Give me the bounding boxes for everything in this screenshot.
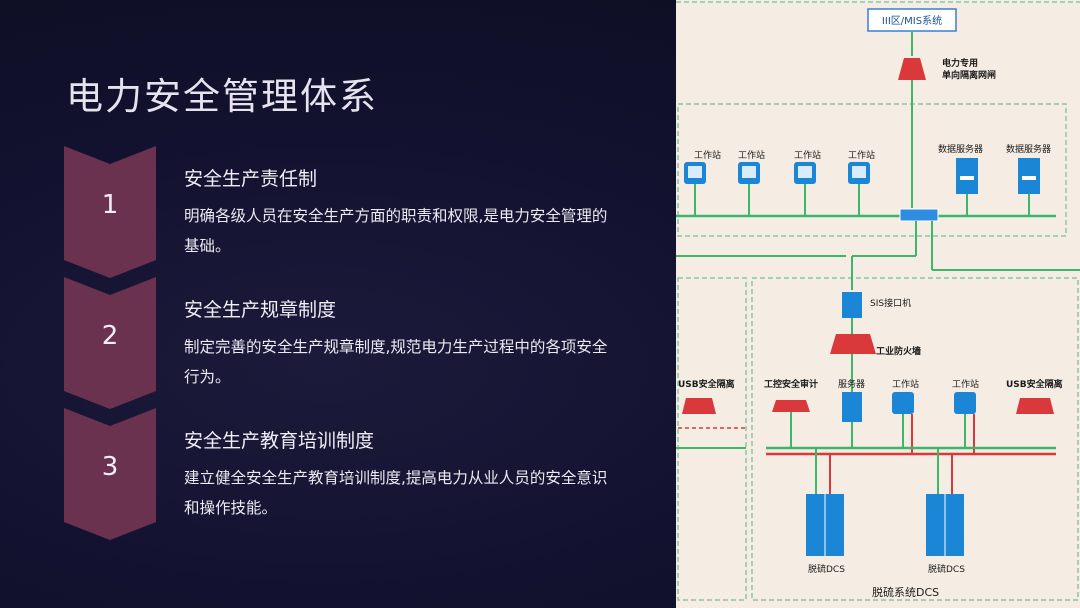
svg-text:工作站: 工作站 <box>848 149 875 161</box>
network-diagram: III区/MIS系统 电力专用 单向隔离网闸 工作站 工作站 <box>676 0 1080 608</box>
usb-isolation-icon <box>1016 398 1054 414</box>
svg-text:数据服务器: 数据服务器 <box>1006 143 1051 155</box>
server-icon <box>842 392 862 422</box>
dcs-label-2: 脱硫DCS <box>928 563 965 575</box>
workstation-icon <box>892 392 914 414</box>
workstation-2: 工作站 <box>738 149 765 216</box>
svg-text:数据服务器: 数据服务器 <box>938 143 983 155</box>
workstation-label-5: 工作站 <box>892 378 919 390</box>
audit-icon <box>772 400 810 412</box>
step-marker-3: 3 <box>64 408 156 540</box>
item-description: 制定完善的安全生产规章制度,规范电力生产过程中的各项安全行为。 <box>184 338 608 386</box>
firewall-label: 工业防火墙 <box>876 345 921 357</box>
workstation-4: 工作站 <box>848 149 875 216</box>
gateway-label-2: 单向隔离网闸 <box>942 69 996 81</box>
sis-label: SIS接口机 <box>870 297 911 309</box>
item-title: 安全生产规章制度 <box>184 299 337 321</box>
data-server-2: 数据服务器 <box>1006 143 1051 216</box>
step-number: 2 <box>101 321 119 351</box>
zone-upper <box>677 103 1067 237</box>
server-label: 服务器 <box>838 378 865 390</box>
svg-text:工作站: 工作站 <box>738 149 765 161</box>
audit-label: 工控安全审计 <box>764 378 818 390</box>
step-marker-1: 1 <box>64 146 156 278</box>
usb-isolation-label-left: USB安全隔离 <box>678 378 735 390</box>
zone-left <box>677 277 747 601</box>
svg-text:工作站: 工作站 <box>694 149 721 161</box>
data-server-1: 数据服务器 <box>938 143 983 216</box>
gateway-label-1: 电力专用 <box>942 57 978 69</box>
workstation-icon <box>954 392 976 414</box>
gateway-icon <box>898 58 926 80</box>
step-number: 1 <box>101 190 119 220</box>
switch-icon <box>899 208 939 222</box>
step-marker-2: 2 <box>64 277 156 409</box>
system-label: 脱硫系统DCS <box>872 585 939 599</box>
workstation-3: 工作站 <box>794 149 821 216</box>
item-title: 安全生产教育培训制度 <box>184 430 375 452</box>
item-description: 建立健全安全生产教育培训制度,提高电力从业人员的安全意识和操作技能。 <box>184 469 608 517</box>
network-diagram-image: III区/MIS系统 电力专用 单向隔离网闸 工作站 工作站 <box>676 0 1080 608</box>
item-description: 明确各级人员在安全生产方面的职责和权限,是电力安全管理的基础。 <box>184 207 608 255</box>
page-title: 电力安全管理体系 <box>66 75 378 118</box>
dcs-label-1: 脱硫DCS <box>808 563 845 575</box>
zone-dcs <box>751 277 1079 601</box>
usb-isolation-icon <box>682 398 716 414</box>
svg-text:工作站: 工作站 <box>794 149 821 161</box>
step-number: 3 <box>101 452 119 482</box>
workstation-1: 工作站 <box>684 149 721 216</box>
sis-interface-icon <box>842 292 862 318</box>
content-panel: 电力安全管理体系 1 安全生产责任制 明确各级人员在安全生产方面的职责和权限,是… <box>64 75 608 540</box>
usb-isolation-label-right: USB安全隔离 <box>1006 378 1063 390</box>
mis-label: III区/MIS系统 <box>882 14 942 27</box>
item-title: 安全生产责任制 <box>184 168 318 190</box>
workstation-label-6: 工作站 <box>952 378 979 390</box>
firewall-icon <box>830 334 876 354</box>
